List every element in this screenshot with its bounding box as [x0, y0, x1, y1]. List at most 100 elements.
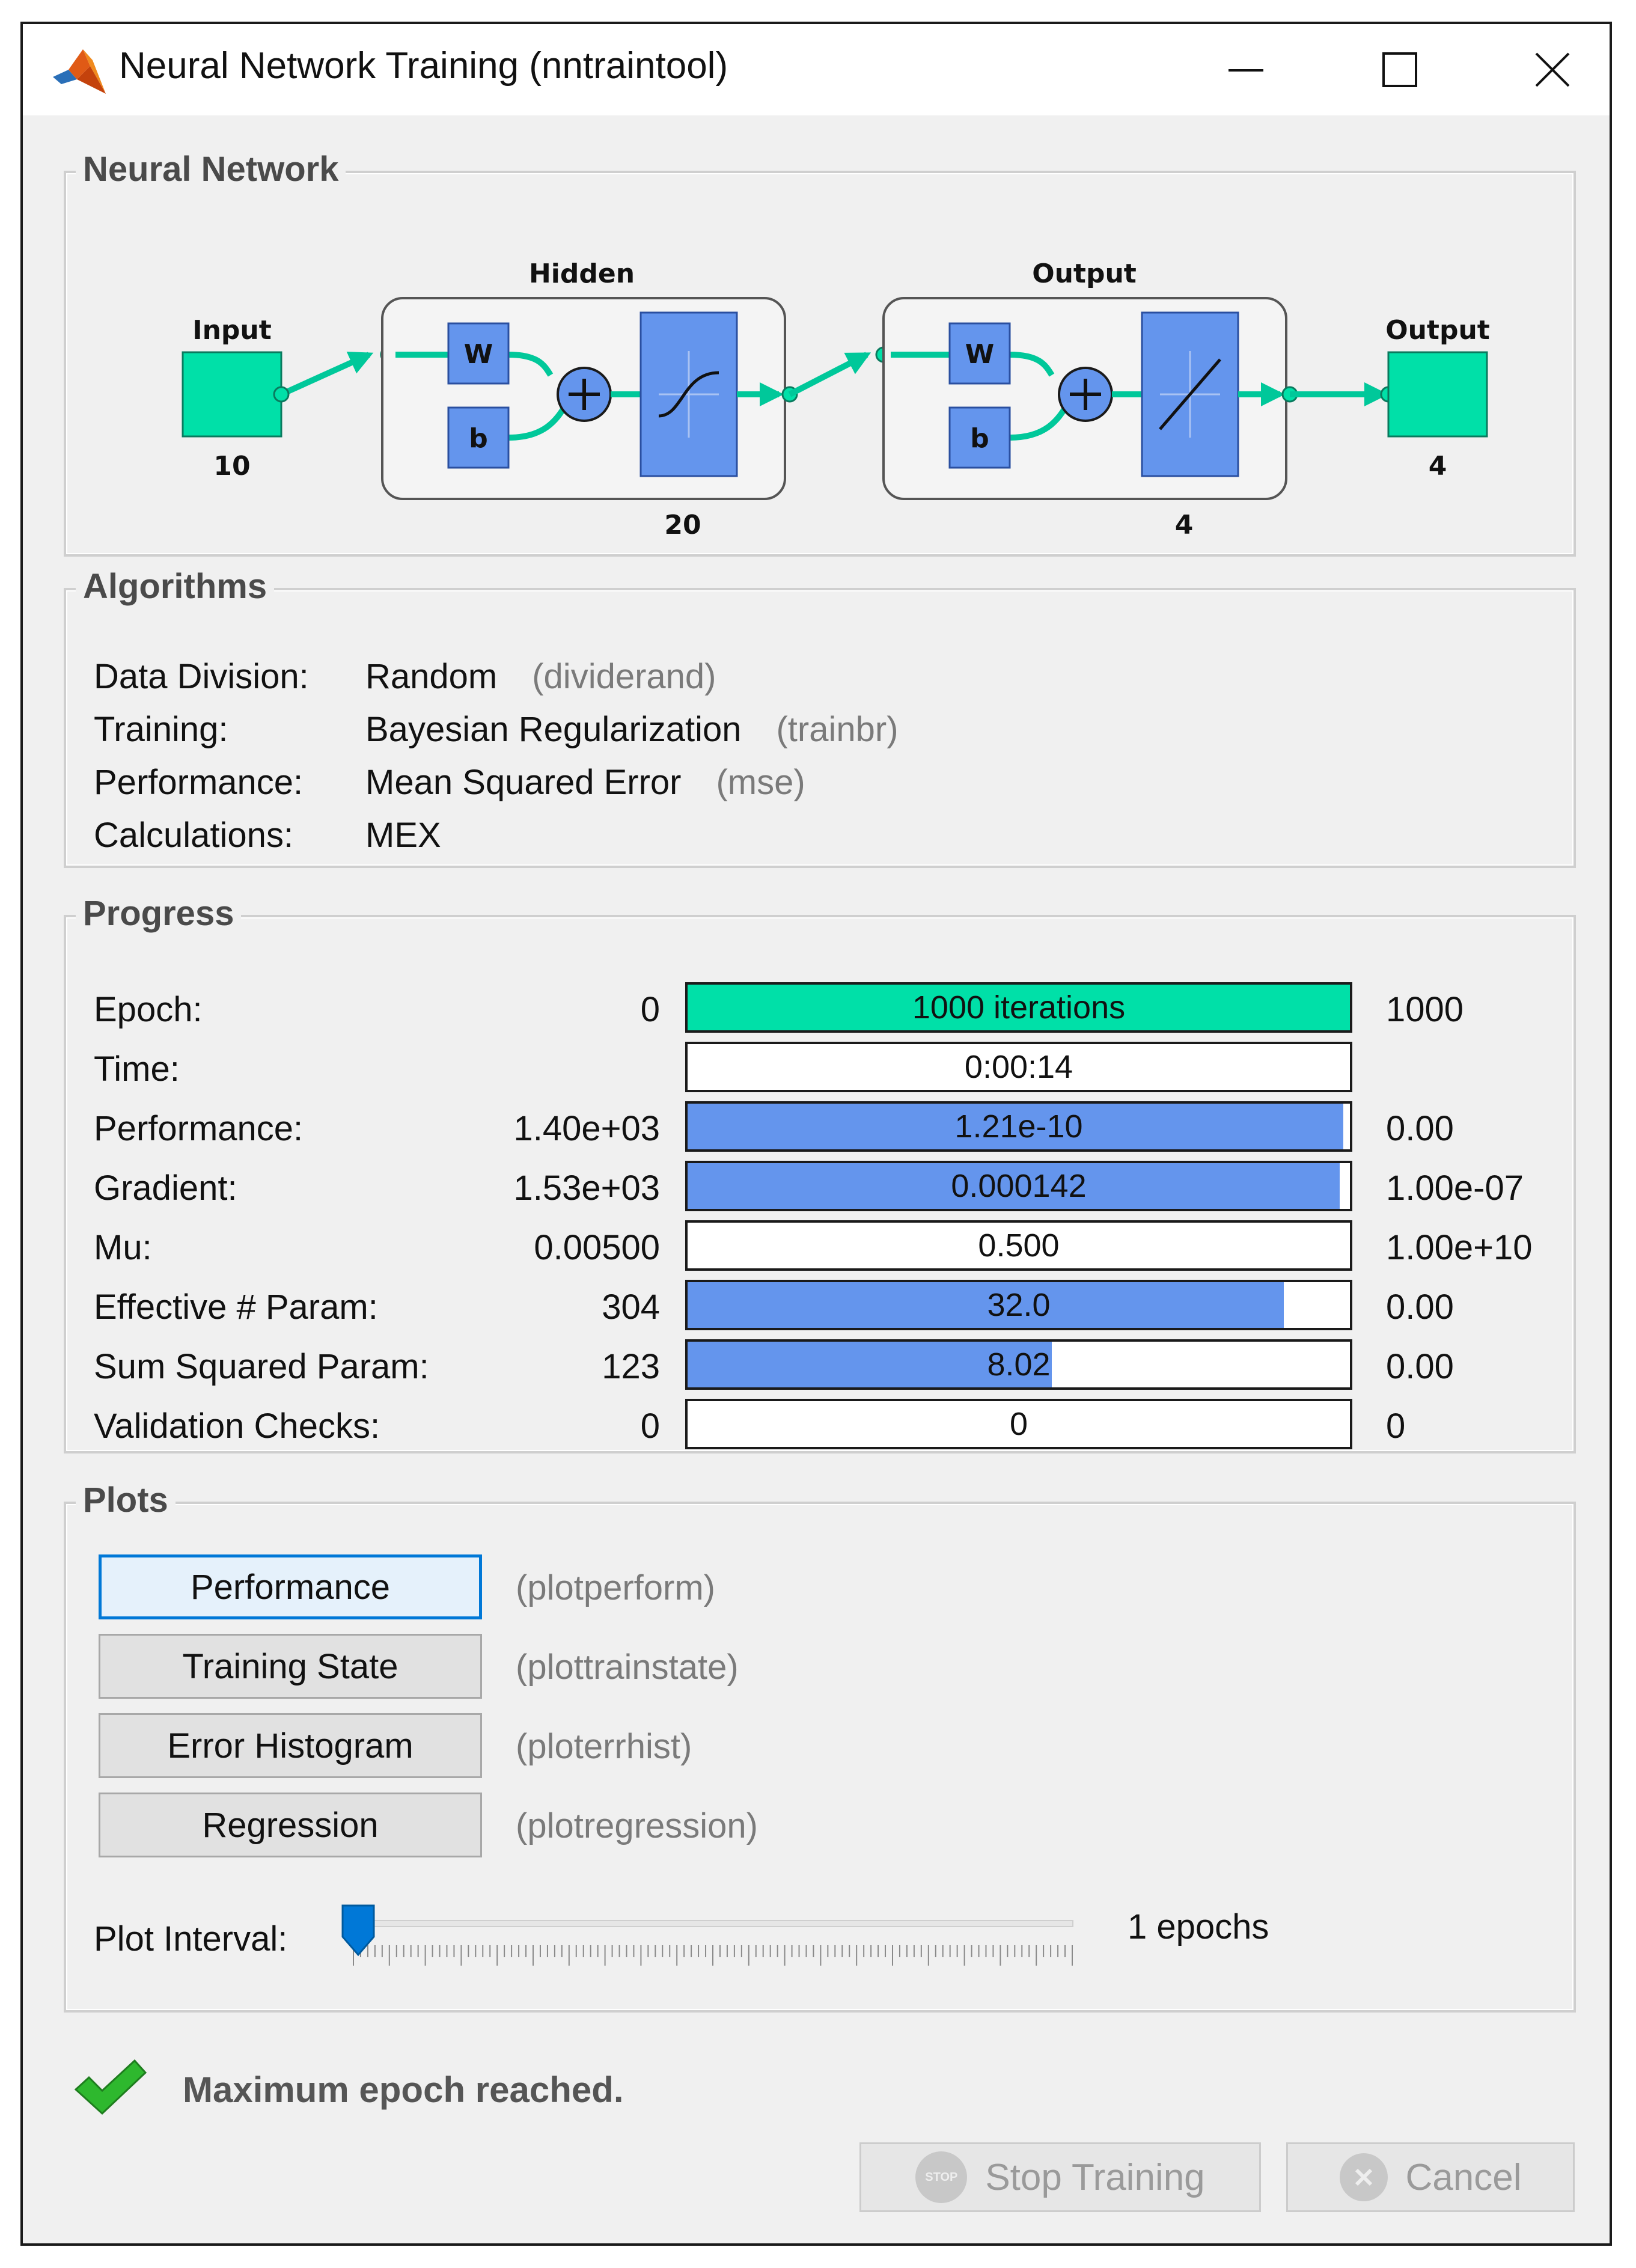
- plot-function-name: (ploterrhist): [516, 1727, 692, 1766]
- plot-button-training-state[interactable]: Training State: [99, 1634, 482, 1699]
- progress-min-value: 0: [640, 990, 660, 1029]
- algorithm-function: (dividerand): [532, 657, 716, 696]
- algorithms-group: [64, 588, 1576, 868]
- progress-min-value: 304: [602, 1288, 660, 1327]
- stop-training-button[interactable]: STOP Stop Training: [859, 2142, 1261, 2212]
- stop-icon: STOP: [915, 2151, 968, 2203]
- plot-function-name: (plottrainstate): [516, 1648, 739, 1687]
- hidden-bias-label: b: [469, 423, 488, 454]
- progress-current-value: 8.02: [987, 1346, 1051, 1383]
- algorithm-label: Data Division:: [94, 657, 309, 696]
- maximize-icon: [1382, 52, 1417, 87]
- cancel-label: Cancel: [1405, 2156, 1522, 2198]
- output-layer-label: Output: [1032, 258, 1137, 289]
- slider-ticks: [353, 1945, 1073, 1966]
- check-icon: [74, 2059, 147, 2115]
- progress-current-value: 0: [1009, 1406, 1028, 1442]
- progress-current-value: 0:00:14: [964, 1049, 1073, 1085]
- plot-function-name: (plotperform): [516, 1568, 715, 1607]
- hidden-layer-label: Hidden: [529, 258, 635, 289]
- progress-bar-fill: [688, 1163, 1340, 1209]
- neural-network-group-label: Neural Network: [76, 149, 346, 189]
- plot-interval-slider[interactable]: [340, 1903, 1085, 1975]
- cancel-button[interactable]: Cancel: [1286, 2142, 1575, 2212]
- nntraintool-window: Neural Network Training (nntraintool) Ne…: [20, 22, 1612, 2246]
- plots-group: [64, 1502, 1576, 2013]
- input-label: Input: [192, 315, 272, 346]
- matlab-logo-icon: [50, 42, 108, 100]
- input-size: 10: [213, 451, 250, 481]
- neural-network-group: [64, 171, 1576, 557]
- progress-label: Performance:: [94, 1109, 304, 1148]
- progress-bar: 0:00:14: [685, 1042, 1352, 1092]
- algorithm-value: Bayesian Regularization (trainbr): [365, 709, 899, 750]
- plot-button-regression[interactable]: Regression: [99, 1793, 482, 1857]
- stop-training-label: Stop Training: [985, 2156, 1205, 2198]
- progress-bar: 0.000142: [685, 1161, 1352, 1211]
- progress-max-value: 1000: [1386, 990, 1464, 1029]
- progress-bar: 0: [685, 1399, 1352, 1449]
- progress-group: [64, 915, 1576, 1453]
- progress-min-value: 1.40e+03: [513, 1109, 660, 1148]
- plot-interval-value: 1 epochs: [1128, 1907, 1269, 1946]
- plots-group-label: Plots: [76, 1480, 176, 1520]
- status-message: Maximum epoch reached.: [183, 2070, 624, 2110]
- plot-interval-label: Plot Interval:: [94, 1919, 288, 1958]
- progress-min-value: 1.53e+03: [513, 1169, 660, 1208]
- progress-label: Sum Squared Param:: [94, 1347, 429, 1386]
- progress-label: Mu:: [94, 1228, 152, 1267]
- progress-bar: 1000 iterations: [685, 982, 1352, 1033]
- progress-bar-fill: [688, 1104, 1343, 1149]
- progress-current-value: 32.0: [987, 1287, 1051, 1323]
- progress-label: Time:: [94, 1050, 180, 1089]
- title-bar: Neural Network Training (nntraintool): [23, 24, 1610, 115]
- progress-label: Effective # Param:: [94, 1288, 378, 1327]
- output-label: Output: [1385, 315, 1490, 346]
- algorithm-value: MEX: [365, 815, 441, 855]
- progress-bar: 32.0: [685, 1280, 1352, 1330]
- progress-bar: 1.21e-10: [685, 1101, 1352, 1152]
- progress-group-label: Progress: [76, 893, 242, 934]
- hidden-layer-size: 20: [664, 510, 701, 540]
- algorithm-label: Performance:: [94, 763, 304, 802]
- window-title: Neural Network Training (nntraintool): [119, 45, 728, 87]
- progress-max-value: 0: [1386, 1407, 1406, 1446]
- progress-bar-fill: [688, 985, 1350, 1030]
- progress-bar: 0.500: [685, 1220, 1352, 1271]
- algorithm-function: (mse): [716, 763, 805, 802]
- plot-button-label: Training State: [182, 1646, 398, 1686]
- hidden-weight-label: W: [464, 339, 493, 370]
- algorithm-value: Random (dividerand): [365, 656, 716, 697]
- progress-max-value: 0.00: [1386, 1288, 1454, 1327]
- plot-button-label: Error Histogram: [167, 1726, 414, 1765]
- progress-max-value: 0.00: [1386, 1347, 1454, 1386]
- algorithm-function: (trainbr): [776, 710, 899, 749]
- maximize-button[interactable]: [1355, 35, 1445, 105]
- slider-track: [352, 1920, 1073, 1927]
- output-layer-size: 4: [1175, 510, 1194, 540]
- algorithms-group-label: Algorithms: [76, 566, 275, 607]
- algorithm-value-text: Bayesian Regularization: [365, 710, 742, 749]
- plot-button-performance[interactable]: Performance: [99, 1554, 482, 1619]
- progress-bar-fill: [688, 1342, 1052, 1387]
- close-button[interactable]: [1507, 35, 1598, 105]
- cancel-icon: [1339, 2153, 1388, 2201]
- plot-button-label: Performance: [190, 1567, 391, 1607]
- close-icon: [1535, 52, 1570, 87]
- progress-label: Gradient:: [94, 1169, 237, 1208]
- plot-button-label: Regression: [202, 1805, 379, 1845]
- progress-label: Validation Checks:: [94, 1407, 380, 1446]
- algorithm-value-text: Random: [365, 657, 498, 696]
- algorithm-label: Calculations:: [94, 816, 294, 855]
- plot-function-name: (plotregression): [516, 1806, 758, 1845]
- minimize-button[interactable]: [1201, 35, 1291, 105]
- progress-current-value: 0.000142: [951, 1168, 1087, 1204]
- input-block: [182, 351, 282, 438]
- progress-max-value: 1.00e-07: [1386, 1169, 1524, 1208]
- progress-min-value: 0: [640, 1407, 660, 1446]
- progress-min-value: 123: [602, 1347, 660, 1386]
- progress-current-value: 1.21e-10: [954, 1108, 1083, 1145]
- plot-button-error-histogram[interactable]: Error Histogram: [99, 1713, 482, 1778]
- slider-thumb[interactable]: [340, 1903, 376, 1957]
- algorithm-value-text: Mean Squared Error: [365, 763, 682, 802]
